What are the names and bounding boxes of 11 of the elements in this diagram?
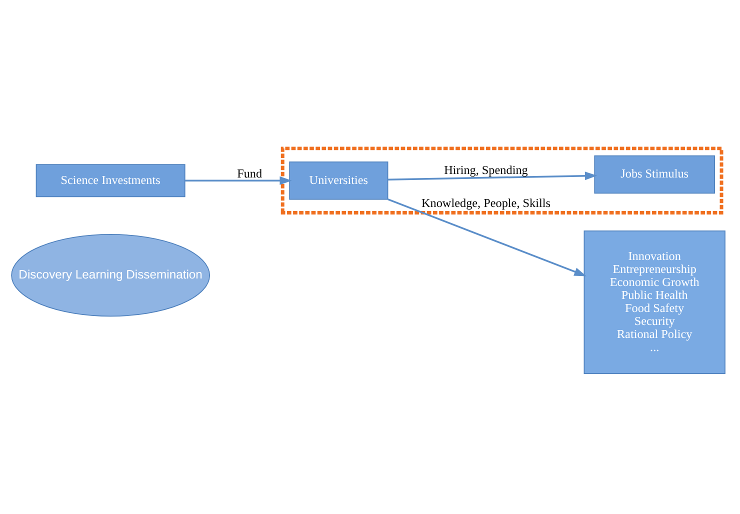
edge-label: Fund (237, 166, 262, 180)
edge-label: Knowledge, People, Skills (422, 195, 550, 210)
arrow (388, 171, 598, 180)
edge-label: Hiring, Spending (444, 162, 528, 176)
node-box: Jobs Stimulus (594, 154, 715, 194)
arrow (388, 198, 586, 276)
arrow (184, 176, 292, 184)
node-ellipse: Discovery Learning Dissemination (11, 234, 210, 316)
node-box: Innovation Entrepreneurship Economic Growth Public Health Food Safety Security Rational Policy ... (584, 230, 726, 374)
node-box: Universities (289, 160, 388, 200)
node-box: Science Investments (36, 164, 186, 197)
